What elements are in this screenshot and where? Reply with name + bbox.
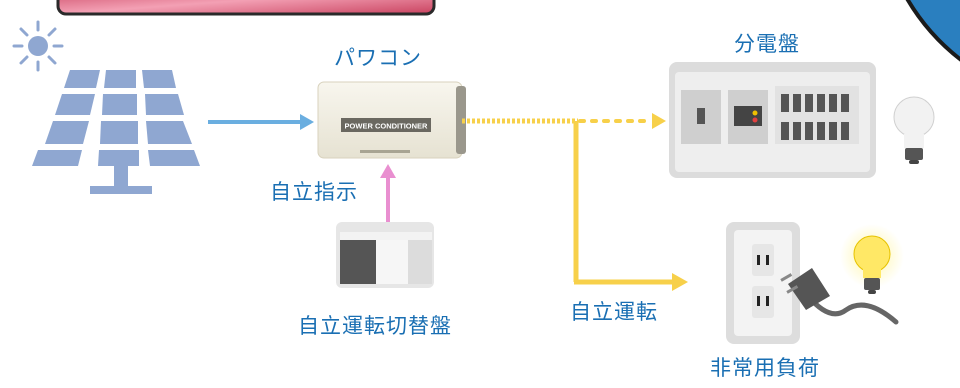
emergency-load-label: 非常用負荷	[710, 356, 820, 380]
distribution-board-label: 分電盤	[734, 32, 800, 56]
breaker-row-top	[781, 94, 849, 112]
pcs-plate-text: POWER CONDITIONER	[345, 122, 429, 131]
outlet-icon	[726, 222, 800, 344]
power-conditioner-icon: POWER CONDITIONER	[317, 81, 466, 159]
distribution-board-icon	[669, 62, 876, 178]
light-bulb-icon	[893, 96, 935, 164]
solar-panel-icon	[32, 70, 200, 194]
signal-line	[380, 164, 396, 222]
sun-icon	[12, 20, 64, 72]
dc-line	[208, 114, 314, 130]
power-conditioner-label: パワコン	[334, 46, 422, 70]
top-banner	[56, 0, 436, 16]
autonomous-command-label: 自立指示	[270, 180, 358, 204]
corner-decoration	[905, 0, 960, 62]
switchboard-icon	[336, 222, 434, 288]
breaker-row-bottom	[781, 122, 849, 140]
switchboard-label: 自立運転切替盤	[298, 314, 452, 338]
ac-lines	[462, 113, 688, 291]
autonomous-operation-label: 自立運転	[570, 300, 658, 324]
lit-bulb-icon	[840, 224, 904, 294]
plug-icon	[780, 268, 899, 325]
